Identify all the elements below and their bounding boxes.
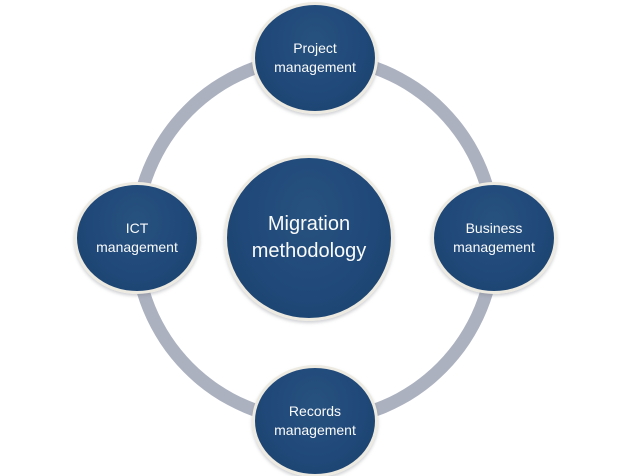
center-node-label: Migration methodology — [252, 211, 367, 265]
node-label-line: ICT — [125, 220, 149, 237]
node-label-line: Business — [465, 220, 523, 237]
node-label-line: management — [274, 59, 356, 75]
node-label-line: Records — [288, 403, 342, 420]
node-label-line: management — [96, 239, 178, 255]
node-label: ICT management — [96, 219, 178, 257]
node-migration-methodology: Migration methodology — [224, 155, 394, 321]
node-label: Records management — [274, 402, 356, 440]
node-project-management: Project management — [252, 2, 378, 114]
node-records-management: Records management — [252, 365, 378, 476]
node-label-line: methodology — [251, 240, 367, 262]
node-label-line: management — [274, 422, 356, 438]
node-label: Project management — [274, 39, 356, 77]
node-label: Business management — [453, 219, 535, 257]
node-business-management: Business management — [431, 182, 557, 294]
node-label-line: Migration — [267, 213, 351, 235]
node-label-line: management — [453, 239, 535, 255]
node-ict-management: ICT management — [74, 182, 200, 294]
node-label-line: Project — [293, 40, 337, 57]
